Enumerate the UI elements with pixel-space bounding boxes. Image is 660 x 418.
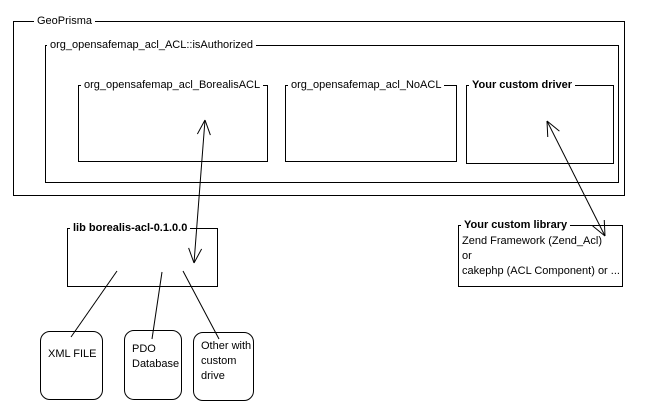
custom-library-line-3: cakephp (ACL Component) or ... [462, 265, 620, 277]
isauthorized-label: org_opensafemap_acl_ACL::isAuthorized [47, 39, 257, 52]
pdo-database-label-line-2: Database [132, 358, 180, 370]
pdo-database-label-line-1: PDO [132, 343, 156, 355]
borealis-acl-driver-label: org_opensafemap_acl_BorealisACL [81, 79, 264, 92]
custom-driver-box: Your custom driver [466, 79, 614, 164]
other-custom-drive-node: Other with custom drive [193, 332, 254, 401]
pdo-database-node: PDO Database [124, 330, 182, 400]
lib-borealis-acl-label: lib borealis-acl-0.1.0.0 [70, 222, 191, 235]
custom-library-examples: Zend Framework (Zend_Acl) or cakephp (AC… [462, 234, 620, 279]
other-custom-drive-label-line-2: custom [201, 355, 237, 367]
isauthorized-group-box: org_opensafemap_acl_ACL::isAuthorized or… [45, 39, 619, 183]
custom-library-label: Your custom library [461, 219, 571, 232]
xml-file-label: XML FILE [48, 348, 97, 360]
no-acl-driver-label: org_opensafemap_acl_NoACL [288, 79, 445, 92]
custom-library-box: Your custom library Zend Framework (Zend… [458, 219, 623, 287]
no-acl-driver-box: org_opensafemap_acl_NoACL [285, 79, 457, 162]
lib-borealis-acl-box: lib borealis-acl-0.1.0.0 [67, 222, 218, 287]
xml-file-node: XML FILE [40, 331, 103, 400]
other-custom-drive-label-line-3: drive [201, 370, 225, 382]
other-custom-drive-label-line-1: Other with [201, 340, 252, 352]
geoprisma-group-box: GeoPrisma org_opensafemap_acl_ACL::isAut… [13, 15, 625, 196]
borealis-acl-driver-box: org_opensafemap_acl_BorealisACL [78, 79, 268, 162]
geoprisma-label: GeoPrisma [34, 15, 96, 28]
custom-library-line-1: Zend Framework (Zend_Acl) [462, 235, 602, 247]
custom-driver-label: Your custom driver [469, 79, 576, 92]
custom-library-line-2: or [462, 250, 472, 262]
